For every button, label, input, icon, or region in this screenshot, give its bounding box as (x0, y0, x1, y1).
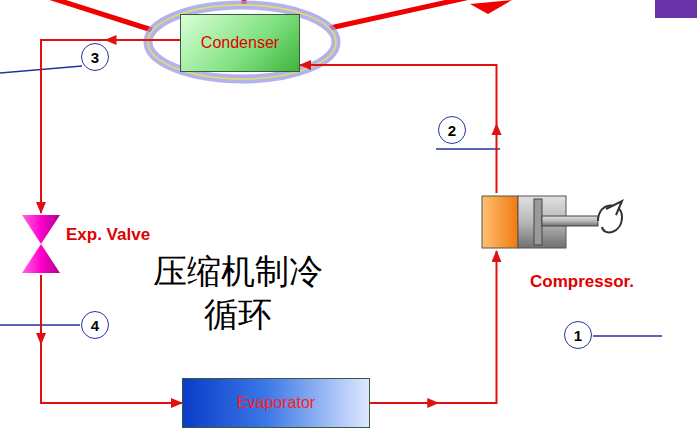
box-label: Evaporator (237, 394, 315, 412)
corner-tab (655, 0, 697, 18)
flow-arrowhead (427, 398, 439, 408)
expansion-valve: Exp. Valve (20, 213, 170, 275)
glow-ring (148, 5, 336, 79)
heat-arrowhead (470, 0, 512, 14)
refrigerant-pipe (41, 40, 180, 213)
piston-symbol (480, 193, 630, 251)
flow-arrowhead (36, 333, 46, 345)
leader-line (436, 148, 500, 150)
callout-number: 3 (81, 43, 109, 71)
condenser-box: Condenser (180, 14, 300, 72)
heat-arrow (20, 0, 152, 30)
callout-number: 2 (438, 116, 466, 144)
valve-art (20, 213, 62, 275)
glow-ring (148, 5, 336, 79)
compressor: Compressor. (480, 193, 630, 251)
flow-arrowhead (105, 35, 117, 45)
evaporator-box: Evaporator (182, 378, 370, 428)
cycle-title: 压缩机制冷 循环 (150, 250, 327, 335)
refrigerant-pipe (370, 251, 497, 403)
refrigerant-pipe (300, 65, 497, 193)
callout-number: 4 (81, 311, 109, 339)
part-label: Compressor. (530, 272, 634, 292)
part-label: Exp. Valve (66, 225, 150, 245)
box-label: Condenser (201, 34, 279, 52)
refrigerant-pipe (41, 275, 182, 403)
callout-number: 1 (564, 321, 592, 349)
leader-line (593, 335, 662, 337)
valve-symbol (20, 213, 62, 275)
compressor-art (480, 193, 630, 251)
flow-arrowhead (492, 123, 502, 135)
